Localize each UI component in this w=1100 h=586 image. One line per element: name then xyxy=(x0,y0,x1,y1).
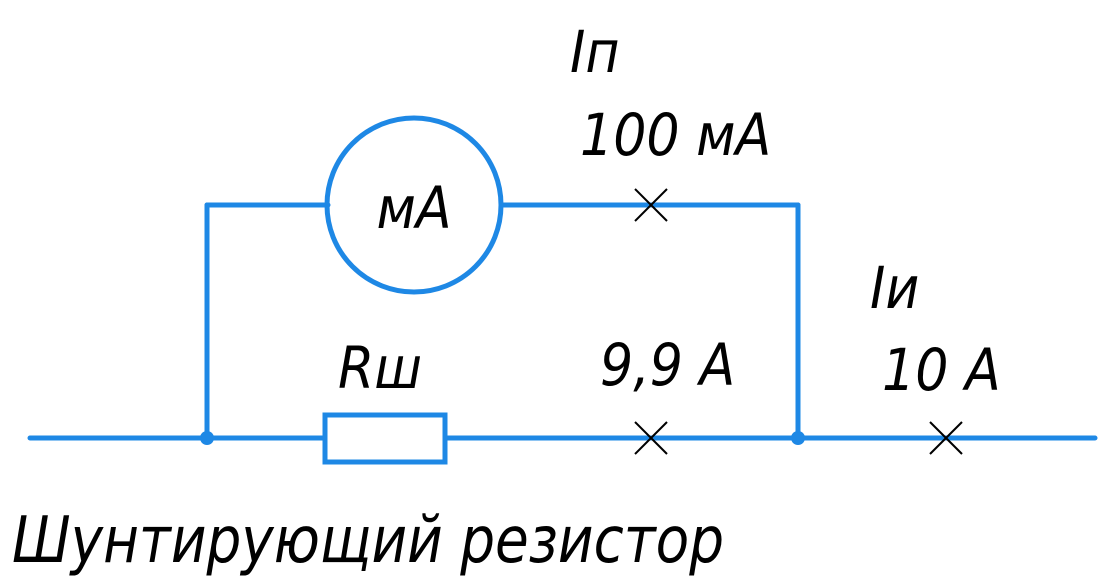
diagram-caption: Шунтирующий резистор xyxy=(12,504,724,578)
junction-dot-right xyxy=(791,431,805,445)
cross-markers xyxy=(634,188,963,455)
total-current-symbol: Iи xyxy=(870,254,919,322)
total-current-value: 10 А xyxy=(882,336,1001,404)
junction-dot-left xyxy=(200,431,214,445)
cross-marker-meter-branch xyxy=(634,188,668,222)
meter-current-value: 100 мА xyxy=(580,101,771,169)
meter-unit-label: мА xyxy=(376,174,451,242)
shunt-current-value: 9,9 А xyxy=(600,331,735,399)
shunt-symbol: Rш xyxy=(338,334,422,402)
cross-marker-total xyxy=(929,421,963,455)
meter-current-symbol: Iп xyxy=(570,18,620,86)
milliammeter-circle xyxy=(324,115,504,295)
shunt-resistor-body xyxy=(322,412,448,465)
cross-marker-shunt-branch xyxy=(634,421,668,455)
